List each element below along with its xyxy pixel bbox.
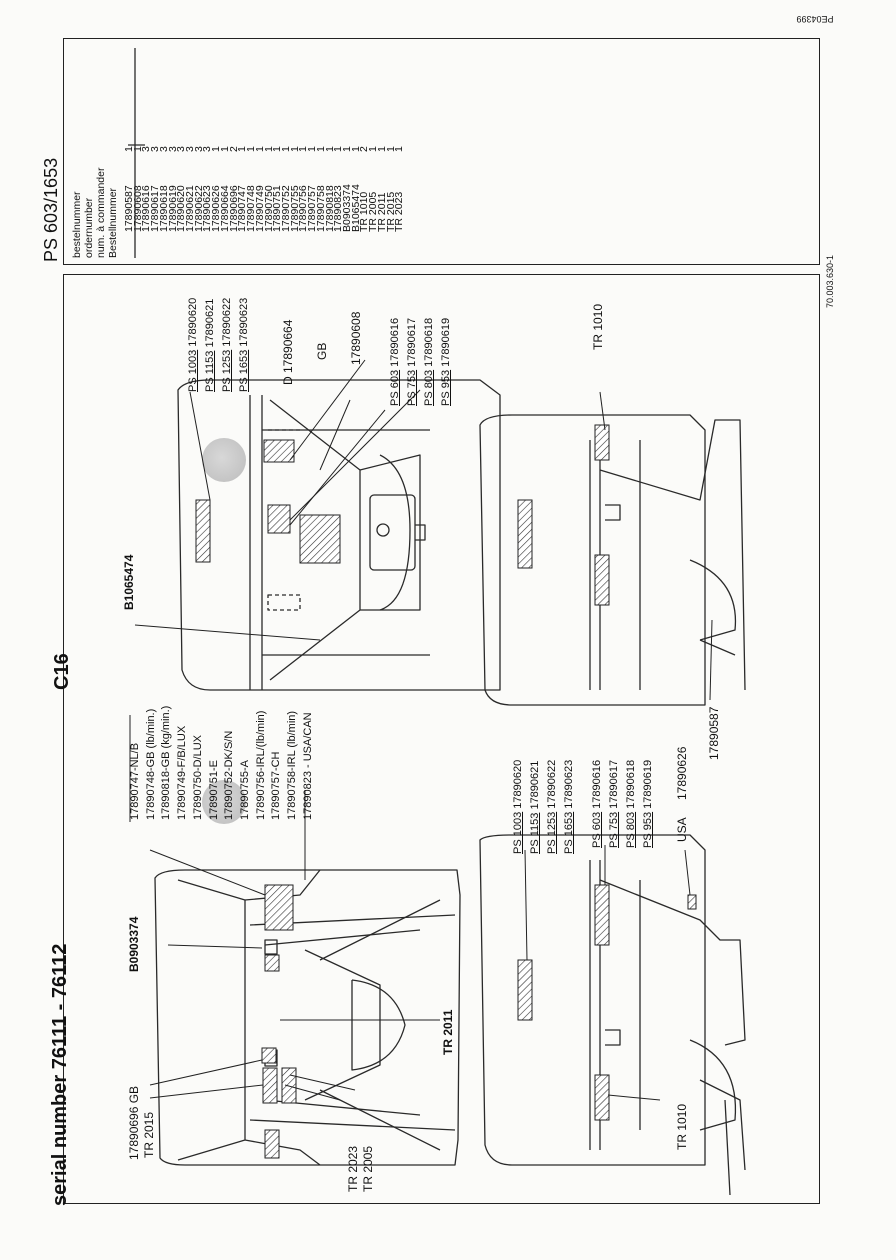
ps-model-code: PS 603 17890616 (591, 759, 603, 848)
country-label: 17890752-DK/S/N (223, 730, 236, 820)
ps-model-code: PS 1153 17890621 (204, 298, 216, 392)
rear-view-drawing (154, 869, 461, 1166)
ps-code: 17890616 (591, 759, 603, 812)
drawing-frame (63, 274, 820, 1204)
ps-code: 17890623 (238, 297, 250, 350)
label-usa: USA (675, 817, 689, 842)
country-label: 17890755-A (238, 760, 251, 820)
ps-model-code: PS 1153 17890621 (529, 760, 541, 854)
ps-model-code: PS 753 17890617 (406, 317, 418, 406)
ps-model-code: PS 603 17890616 (389, 317, 401, 406)
punch-hole-top (202, 438, 246, 482)
label-tr2015: TR 2015 (142, 1111, 156, 1158)
label-tr1010-right: TR 1010 (591, 303, 605, 350)
label-tr2005: TR 2005 (361, 1145, 375, 1192)
ps-model-code: PS 753 17890617 (608, 759, 620, 848)
ps-model-code: PS 803 17890618 (423, 317, 435, 406)
ps-model: PS 1253 (221, 349, 233, 392)
ps-model: PS 603 (389, 369, 401, 406)
ps-code: 17890622 (221, 297, 233, 350)
front-view-drawing (177, 379, 501, 691)
ps-model-code: PS 953 17890619 (440, 317, 452, 406)
side-view-right-drawing (479, 414, 746, 706)
ps-model: PS 1003 (512, 811, 524, 854)
country-label: 17890818-GB (kg/min.) (160, 705, 173, 820)
ps-code: 17890621 (204, 298, 216, 351)
ps-model: PS 953 (642, 811, 654, 848)
ps-model: PS 803 (625, 811, 637, 848)
ps-model-code: PS 803 17890618 (625, 759, 637, 848)
ps-code: 17890621 (529, 760, 541, 813)
side-view-usa-drawing (479, 834, 746, 1196)
ps-model-code: PS 1253 17890622 (546, 759, 558, 854)
ps-model-code: PS 1003 17890620 (512, 759, 524, 854)
decals (195, 424, 697, 1159)
label-tr1010-left: TR 1010 (675, 1103, 689, 1150)
parts-list-frame (63, 38, 820, 265)
country-label: 17890750-D/LUX (191, 734, 204, 820)
label-tr2023: TR 2023 (346, 1145, 360, 1192)
label-17890587: 17890587 (707, 706, 721, 760)
label-usa-code: 17890626 (675, 746, 689, 800)
label-tr2011: TR 2011 (441, 1009, 455, 1055)
ps-model: PS 1653 (563, 811, 575, 854)
ps-code: 17890619 (440, 317, 452, 370)
label-gb: GB (315, 342, 329, 360)
ps-model: PS 803 (423, 369, 435, 406)
ps-code: 17890617 (406, 317, 418, 370)
ps-model: PS 1153 (529, 812, 541, 854)
ps-model: PS 953 (440, 369, 452, 406)
ps-code: 17890618 (423, 317, 435, 370)
ps-code: 17890616 (389, 317, 401, 370)
ps-model: PS 1253 (546, 811, 558, 854)
country-label: 17890758-IRL (lb/min) (286, 710, 298, 820)
ps-code: 17890620 (512, 759, 524, 812)
ps-code: 17890620 (187, 297, 199, 350)
ps-model: PS 753 (406, 369, 418, 406)
ps-model-code: PS 1253 17890622 (221, 297, 233, 392)
punch-hole-bottom (202, 780, 246, 824)
leader-lines (129, 359, 713, 1101)
country-label: 17890749-F/B/LUX (176, 725, 189, 820)
ps-code: 17890617 (608, 759, 620, 812)
label-17890608: 17890608 (349, 311, 363, 365)
ps-model: PS 753 (608, 811, 620, 848)
label-17890696: 17890696 GB (127, 1085, 141, 1160)
ps-code: 17890623 (563, 759, 575, 812)
ps-model: PS 1653 (238, 349, 250, 392)
ps-model-code: PS 1003 17890620 (187, 297, 199, 392)
country-label: 17890751-E (207, 760, 220, 820)
country-label: 17890748-GB (lb/min.) (144, 708, 157, 820)
country-label: 17890823 - USA/CAN (301, 712, 314, 820)
ps-code: 17890622 (546, 759, 558, 812)
ps-model-code: PS 1653 17890623 (563, 759, 575, 854)
label-b1065474: B1065474 (122, 554, 136, 610)
country-label: 17890747-NL/B (129, 742, 141, 820)
country-label: 17890756-IRL/(lb/min) (254, 710, 267, 820)
country-label: 17890757-CH (270, 751, 283, 821)
label-d-17890664: D 17890664 (281, 319, 295, 385)
ps-model-code: PS 1653 17890623 (238, 297, 250, 392)
ps-code: 17890619 (642, 759, 654, 812)
ps-code: 17890618 (625, 759, 637, 812)
ps-model-code: PS 953 17890619 (642, 759, 654, 848)
ps-model: PS 1153 (204, 350, 216, 392)
ps-model: PS 603 (591, 811, 603, 848)
label-b0903374: B0903374 (127, 916, 141, 972)
ps-model: PS 1003 (187, 349, 199, 392)
